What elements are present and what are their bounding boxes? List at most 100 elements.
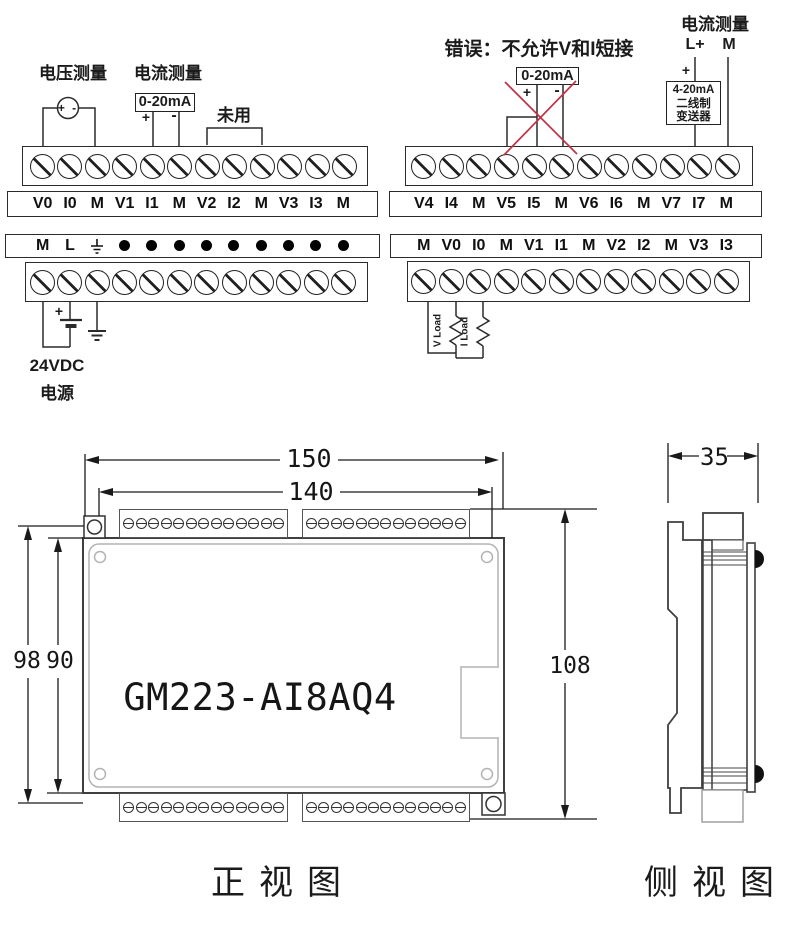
- front-terminal-row-top-right: [302, 509, 470, 538]
- terminal-label: V1: [114, 195, 135, 212]
- terminal-label: I3: [309, 195, 323, 212]
- terminal-label: V2: [196, 195, 217, 212]
- terminal-label: M: [172, 195, 186, 212]
- terminal-label: I5: [527, 195, 541, 212]
- minus-sign-right: -: [554, 82, 560, 99]
- range-box-right: 0-20mA: [516, 67, 579, 85]
- transmitter-line2: 二线制: [676, 97, 711, 110]
- terminal-label: V3: [278, 195, 299, 212]
- front-right-notch: [460, 666, 499, 739]
- terminal-label: V1: [523, 237, 544, 254]
- side-right-plate: [746, 542, 756, 793]
- dim-140: 140: [288, 477, 334, 506]
- terminal-dot: [330, 238, 357, 254]
- transmitter-wiring: [694, 57, 729, 146]
- terminal-block-row1-right: [405, 146, 753, 186]
- terminal-label: I0: [63, 195, 77, 212]
- transmitter-line3: 变送器: [676, 111, 711, 123]
- plus-sign-right: +: [522, 84, 532, 100]
- current-measure-title-right: 电流测量: [681, 15, 749, 34]
- label-strip-row1-right: V4 I4 M V5 I5 M V6 I6 M V7 I7 M: [389, 191, 762, 217]
- minus-sign-left: -: [171, 107, 177, 124]
- label-strip-row2-right: M V0 I0 M V1 I1 M V2 I2 M V3 I3: [390, 234, 762, 258]
- unused-bracket: [206, 127, 263, 145]
- voltage-source-wiring: [42, 96, 96, 146]
- front-terminal-row-bottom-right: [302, 793, 470, 822]
- label-strip-row2-left: M L: [5, 234, 380, 258]
- side-view-caption: 侧视图: [644, 865, 788, 902]
- l-plus-label: L+: [685, 36, 705, 53]
- voltage-measure-title: 电压测量: [39, 64, 107, 83]
- terminal-label: I3: [719, 237, 733, 254]
- voltage-source-polarity: + -: [57, 101, 79, 115]
- side-dimension-arrows: [668, 452, 758, 460]
- unused-label: 未用: [217, 106, 251, 125]
- transmitter-line1: 4-20mA: [672, 84, 715, 96]
- current-source-wiring: [152, 112, 180, 146]
- terminal-label: M: [336, 195, 350, 212]
- dim-150: 150: [286, 444, 332, 473]
- load-wiring: [427, 302, 491, 359]
- terminal-label: V4: [413, 195, 434, 212]
- terminal-dot: [193, 238, 220, 254]
- terminal-label: M: [719, 195, 733, 212]
- terminal-label: M: [664, 237, 678, 254]
- transmitter-plus: +: [681, 62, 691, 78]
- dim-98: 98: [13, 648, 41, 674]
- terminal-label: V6: [578, 195, 599, 212]
- terminal-label: M: [472, 195, 486, 212]
- front-terminal-row-top-left: [119, 509, 288, 538]
- terminal-label: M: [554, 195, 568, 212]
- side-knob-bottom: [755, 765, 764, 783]
- side-dimension-lines: [667, 443, 759, 503]
- mounting-holes: [83, 515, 506, 816]
- earth-ground-icon: [84, 238, 111, 254]
- terminal-label: V0: [441, 237, 462, 254]
- front-dimension-lines: [18, 452, 597, 820]
- terminal-label: V7: [661, 195, 682, 212]
- terminal-label: V5: [496, 195, 517, 212]
- terminal-label: I2: [637, 237, 651, 254]
- side-view-drawing: [667, 443, 764, 823]
- terminal-dot: [275, 238, 302, 254]
- dim-108: 108: [549, 653, 591, 679]
- terminal-label: I6: [609, 195, 623, 212]
- terminal-dot: [111, 238, 138, 254]
- model-number: GM223-AI8AQ4: [123, 676, 397, 719]
- plus-sign-left: +: [141, 109, 151, 125]
- terminal-dot: [138, 238, 165, 254]
- terminal-label: M: [499, 237, 513, 254]
- terminal-label: M: [254, 195, 268, 212]
- terminal-label: I1: [554, 237, 568, 254]
- terminal-label: I1: [145, 195, 159, 212]
- power-label-line1: 24VDC: [29, 356, 85, 375]
- terminal-label: M: [36, 237, 50, 254]
- power-label-line2: 电源: [40, 384, 74, 403]
- terminal-label: L: [65, 237, 75, 254]
- side-bottom-block: [701, 789, 744, 823]
- terminal-label: M: [417, 237, 431, 254]
- terminal-block-row2-right: [407, 261, 750, 302]
- din-clip-profile: [667, 521, 703, 814]
- terminal-label: M: [582, 237, 596, 254]
- front-dimension-arrows: [24, 456, 569, 819]
- terminal-dot: [248, 238, 275, 254]
- terminal-label: I4: [444, 195, 458, 212]
- m-label: M: [722, 36, 736, 53]
- terminal-block-row1-left: [22, 146, 368, 186]
- error-title: 错误：不允许V和I短接: [444, 39, 634, 60]
- transmitter-box: 4-20mA 二线制 变送器: [666, 81, 721, 125]
- terminal-label: I7: [692, 195, 706, 212]
- error-cross-icon: [503, 80, 578, 156]
- terminal-label: V2: [606, 237, 627, 254]
- range-box-left: 0-20mA: [135, 93, 195, 112]
- battery-plus: +: [54, 303, 64, 319]
- current-measure-title-left: 电流测量: [134, 64, 202, 83]
- side-knob-top: [755, 550, 764, 568]
- front-terminal-row-bottom-left: [119, 793, 288, 822]
- dim-35: 35: [700, 443, 729, 471]
- front-view-caption: 正视图: [211, 865, 355, 902]
- label-strip-row1-left: V0 I0 M V1 I1 M V2 I2 M V3 I3 M: [7, 191, 378, 217]
